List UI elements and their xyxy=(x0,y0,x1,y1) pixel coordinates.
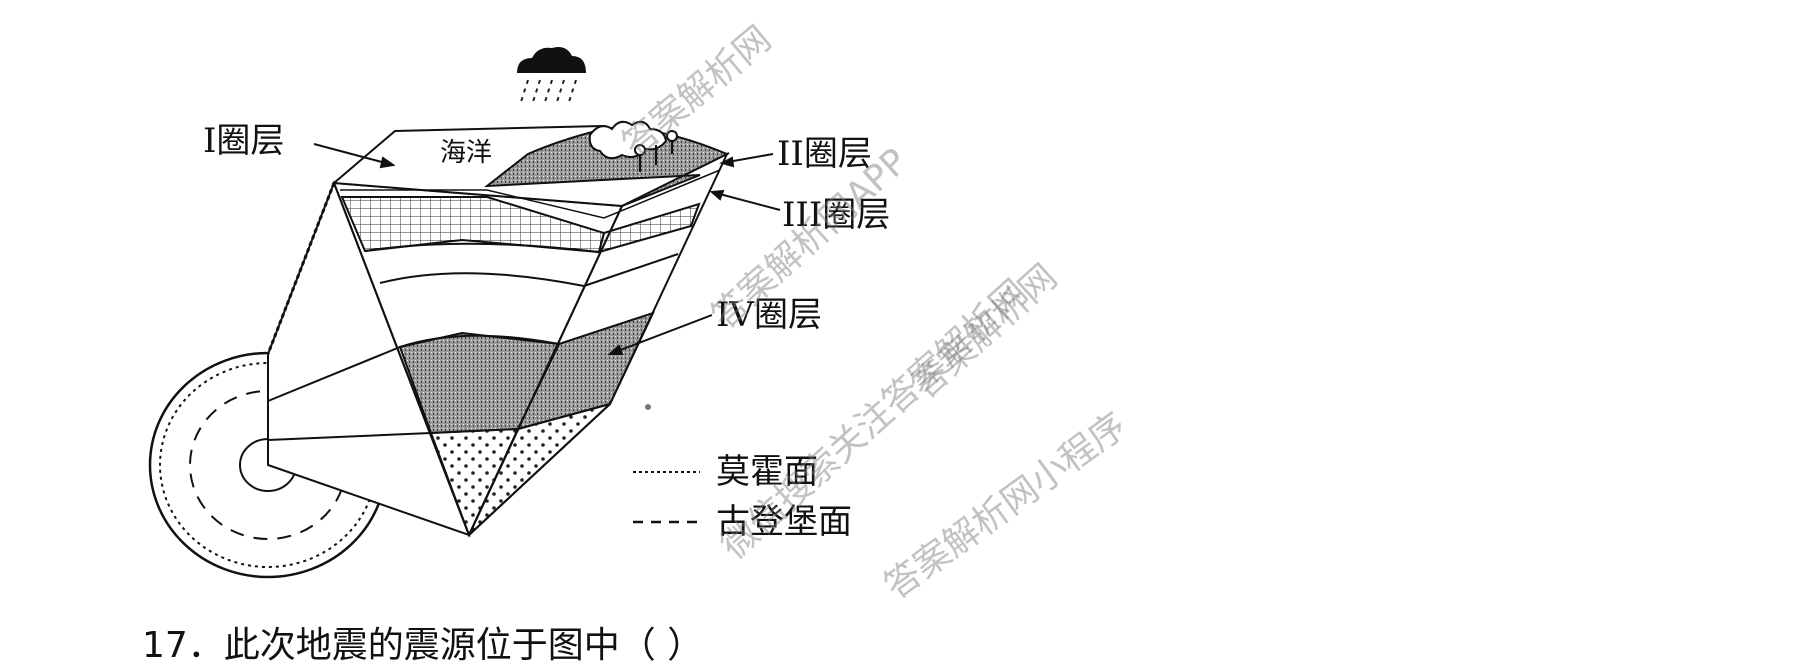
rain-cloud-icon xyxy=(517,47,586,106)
block-front-face xyxy=(332,181,624,538)
label-ocean: 海洋 xyxy=(440,138,493,168)
surface-top xyxy=(331,120,730,219)
question-text: 17．此次地震的震源位于图中（ ） xyxy=(142,625,704,666)
earth-structure-diagram xyxy=(148,47,781,579)
label-sphere-2: II圈层 xyxy=(777,134,872,174)
label-arrows xyxy=(313,143,781,355)
label-sphere-3: III圈层 xyxy=(782,195,891,235)
legend-moho-label: 莫霍面 xyxy=(716,452,818,492)
legend-gutenberg-label: 古登堡面 xyxy=(716,502,852,542)
label-sphere-4: IV圈层 xyxy=(716,295,822,335)
label-sphere-1: I圈层 xyxy=(203,121,285,161)
